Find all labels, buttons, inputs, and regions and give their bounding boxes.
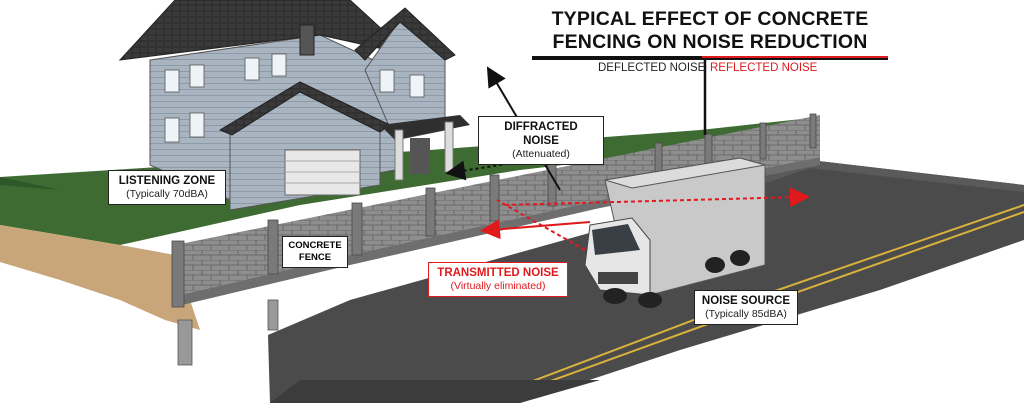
title-line-1: TYPICAL EFFECT OF CONCRETE [551,8,869,30]
ground [0,117,820,330]
fence-post [809,113,817,149]
house-roof [118,0,412,61]
fence-post [351,202,363,256]
chimney [299,24,315,56]
truck-wheel [705,257,725,273]
fence-post [267,219,279,275]
fence-post [759,122,767,160]
legend-deflected-noise: DEFLECTED NOISE [598,62,706,74]
transmitted-noise-arrow [480,219,591,240]
grass [0,117,820,245]
listening-zone-label: LISTENING ZONE (Typically 70dBA) [108,170,226,205]
concrete-fence-label: CONCRETE FENCE [282,236,348,268]
box-truck [584,157,766,308]
title-underline-red [702,56,888,58]
fence-post [171,240,185,308]
fence-footing [267,299,279,331]
transmitted-noise-label: TRANSMITTED NOISE (Virtually eliminated) [428,262,568,297]
reflected-noise-arrow [504,187,810,208]
fence-post [425,187,436,237]
reflected-noise-dotted [496,199,586,251]
legend-reflected-noise: REFLECTED NOISE [710,62,818,74]
truck-grille [598,272,638,284]
fence-post [489,174,500,222]
truck-wheel [638,292,662,308]
truck-wheel [730,250,750,266]
house-illustration [118,0,470,211]
front-door [410,138,430,174]
diagram-title: TYPICAL EFFECT OF CONCRETE FENCING ON NO… [532,8,888,54]
truck-wheel [603,288,627,304]
fence-footing [177,319,193,366]
noise-arrows [445,60,810,251]
truck-windshield [592,224,640,255]
diffracted-noise-dashed [445,160,521,181]
noise-source-label: NOISE SOURCE (Typically 85dBA) [694,290,798,325]
soil-edge [0,225,200,330]
title-underline [532,56,888,60]
diffracted-noise-label: DIFFRACTED NOISE (Attenuated) [478,116,604,165]
title-line-2: FENCING ON NOISE REDUCTION [552,31,868,53]
